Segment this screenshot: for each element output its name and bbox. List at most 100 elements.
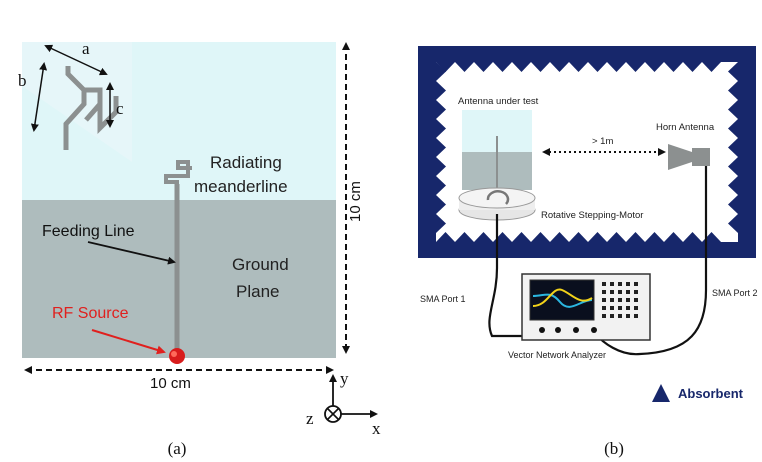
absorber-cone [569,62,588,72]
sma-port1-label: SMA Port 1 [420,294,466,304]
absorber-cone [512,232,531,242]
vna-key [634,282,638,286]
vna-key [634,306,638,310]
absorber-cone [436,232,455,242]
horn-antenna-label: Horn Antenna [656,122,715,133]
vna-port-1 [539,327,545,333]
vna-key [618,282,622,286]
ground-label-line2: Plane [236,282,279,301]
vna-key [602,282,606,286]
ground-label-line1: Ground [232,255,289,274]
cable-port2 [595,166,708,356]
vna-label: Vector Network Analyzer [508,350,606,360]
dim-b-arrow [30,62,48,132]
aut-label: Antenna under test [458,96,539,107]
vna-knob-2 [573,327,579,333]
absorber-cone [702,62,721,72]
stepping-motor-label: Rotative Stepping-Motor [541,210,643,221]
vna-key [618,290,622,294]
absorber-cone [626,62,645,72]
absorber-cone [728,100,738,119]
absorber-cone [436,119,446,138]
feeding-line-pointer [87,241,176,265]
rf-source-highlight [171,351,177,357]
absorber-cone [493,62,512,72]
absorber-cone [531,232,550,242]
vna-key [634,298,638,302]
dim-a-label: a [82,39,90,58]
absorber-cone [645,62,664,72]
width-dimension-label: 10 cm [150,375,191,392]
vna-port-2 [591,327,597,333]
absorber-cone [626,232,645,242]
absorber-cone [436,176,446,195]
absorber-cone [436,81,446,100]
absorber-cone [728,81,738,100]
vna-keypad [602,282,638,318]
absorber-cone [728,214,738,233]
absorbent-legend-icon [652,384,670,402]
absorber-cone [455,232,474,242]
absorber-cone [436,157,446,176]
vna-key [626,290,630,294]
vna-key [618,306,622,310]
vna-key [602,290,606,294]
x-axis-label: x [372,419,381,438]
absorber-cone [512,62,531,72]
absorber-cone [474,232,493,242]
absorber-cone [728,176,738,195]
radiating-label-line2: meanderline [194,177,288,196]
panel-a: a b c Radiating meanderline Feeding Line… [18,39,381,458]
absorber-cone [664,62,683,72]
vna-key [610,306,614,310]
horn-flare [668,144,692,170]
panel-b: Antenna under test Rotative Stepping-Mot… [418,46,758,458]
horn-body [692,148,710,166]
dim-c-label: c [116,99,124,118]
y-axis-label: y [340,369,349,388]
absorber-cone [550,232,569,242]
vna-key [626,282,630,286]
absorber-cone [728,195,738,214]
z-axis-label: z [306,409,314,428]
dim-b-label: b [18,71,27,90]
vna-key [634,314,638,318]
absorber-cone [569,232,588,242]
absorbent-legend-label: Absorbent [678,386,744,401]
absorber-cone [436,195,446,214]
absorber-cone [728,119,738,138]
absorber-cone [588,62,607,72]
vna-key [634,290,638,294]
feeding-line-label: Feeding Line [42,223,135,240]
absorber-cone [728,62,738,81]
absorber-cone [436,62,455,72]
rf-source-label: RF Source [52,305,129,322]
radiating-meanderline [164,160,192,354]
vna-key [602,298,606,302]
vna-key [626,306,630,310]
absorber-cone [683,62,702,72]
absorber-cone [436,138,446,157]
vna-trace-yellow [532,288,593,307]
absorber-cone [474,62,493,72]
rf-source-marker [169,348,185,364]
sma-port2-label: SMA Port 2 [712,288,758,298]
absorber-cone [728,157,738,176]
absorber-cone [607,232,626,242]
vna-knob-1 [555,327,561,333]
dim-a-arrow [44,44,108,76]
absorber-cone [645,232,664,242]
vna-key [610,290,614,294]
absorber-cone [664,232,683,242]
absorber-cone [436,62,446,81]
distance-label: > 1m [592,136,613,147]
absorber-cone [436,214,446,233]
absorber-cone [588,232,607,242]
vna-trace-blue [532,293,593,308]
vna-key [610,314,614,318]
caption-a: (a) [168,439,187,458]
absorber-cone [728,138,738,157]
vna-key [602,306,606,310]
